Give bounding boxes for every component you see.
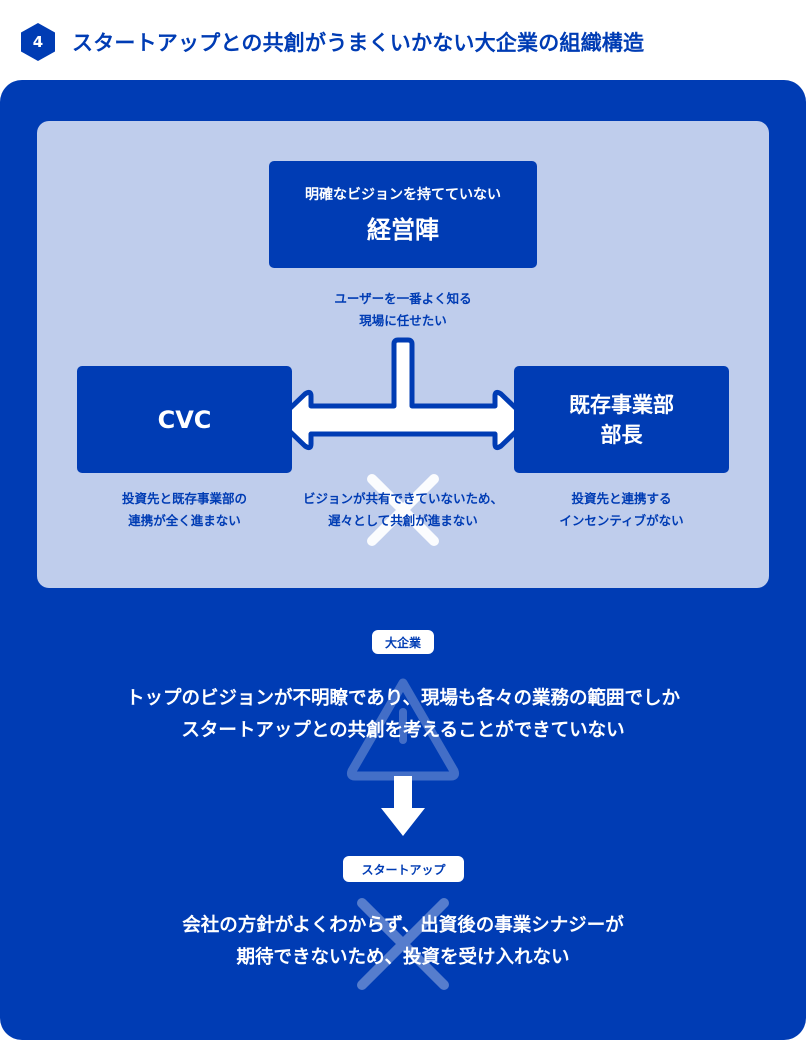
page-title: スタートアップとの共創がうまくいかない大企業の組織構造 xyxy=(72,31,645,55)
startup-cross-icon xyxy=(357,898,449,990)
business-dept-caption-line2: インセンティブがない xyxy=(559,513,684,528)
corporate-statement: トップのビジョンが不明瞭であり、現場も各々の業務の範囲でしか スタートアップとの… xyxy=(60,683,746,747)
startup-statement-line2: 期待できないため、投資を受け入れない xyxy=(236,947,570,968)
management-caption: ユーザーを一番よく知る 現場に任せたい xyxy=(280,288,526,332)
management-title: 経営陣 xyxy=(367,216,439,244)
section-number: 4 xyxy=(32,33,44,51)
management-caption-line2: 現場に任せたい xyxy=(359,313,447,328)
cvc-caption-line1: 投資先と既存事業部の xyxy=(121,491,247,506)
collaboration-caption-line2: 遅々として共創が進まない xyxy=(328,513,478,528)
corporate-statement-line1: トップのビジョンが不明瞭であり、現場も各々の業務の範囲でしか xyxy=(125,688,681,709)
collaboration-caption: ビジョンが共有できていないため、 遅々として共創が進まない xyxy=(283,488,523,532)
business-dept-title-line2: 部長 xyxy=(600,422,643,447)
business-dept-caption-line1: 投資先と連携する xyxy=(571,491,672,506)
corporate-statement-line2: スタートアップとの共創を考えることができていない xyxy=(181,720,625,741)
business-dept-box: 既存事業部 部長 xyxy=(514,366,729,473)
cross-icon xyxy=(367,474,439,546)
business-dept-title-line1: 既存事業部 xyxy=(569,392,674,417)
startup-statement: 会社の方針がよくわからず、出資後の事業シナジーが 期待できないため、投資を受け入… xyxy=(60,910,746,974)
cvc-caption-line2: 連携が全く進まない xyxy=(128,513,241,528)
hexagon-icon xyxy=(21,23,55,61)
collaboration-caption-line1: ビジョンが共有できていないため、 xyxy=(302,491,503,506)
cvc-caption: 投資先と既存事業部の 連携が全く進まない xyxy=(77,488,292,532)
cvc-title: CVC xyxy=(157,405,212,434)
section-header: 4 スタートアップとの共創がうまくいかない大企業の組織構造 xyxy=(20,22,644,62)
management-caption-line1: ユーザーを一番よく知る xyxy=(334,291,472,306)
management-subtitle: 明確なビジョンを持てていない xyxy=(305,187,501,203)
section-number-badge: 4 xyxy=(20,22,56,62)
startup-statement-line1: 会社の方針がよくわからず、出資後の事業シナジーが xyxy=(182,915,624,936)
t-double-arrow-icon xyxy=(276,337,530,451)
management-box: 明確なビジョンを持てていない 経営陣 xyxy=(269,161,537,268)
arrow-down-icon xyxy=(381,776,425,836)
startup-label: スタートアップ xyxy=(343,856,464,882)
cvc-box: CVC xyxy=(77,366,292,473)
business-dept-caption: 投資先と連携する インセンティブがない xyxy=(514,488,729,532)
corporate-label: 大企業 xyxy=(372,630,434,654)
